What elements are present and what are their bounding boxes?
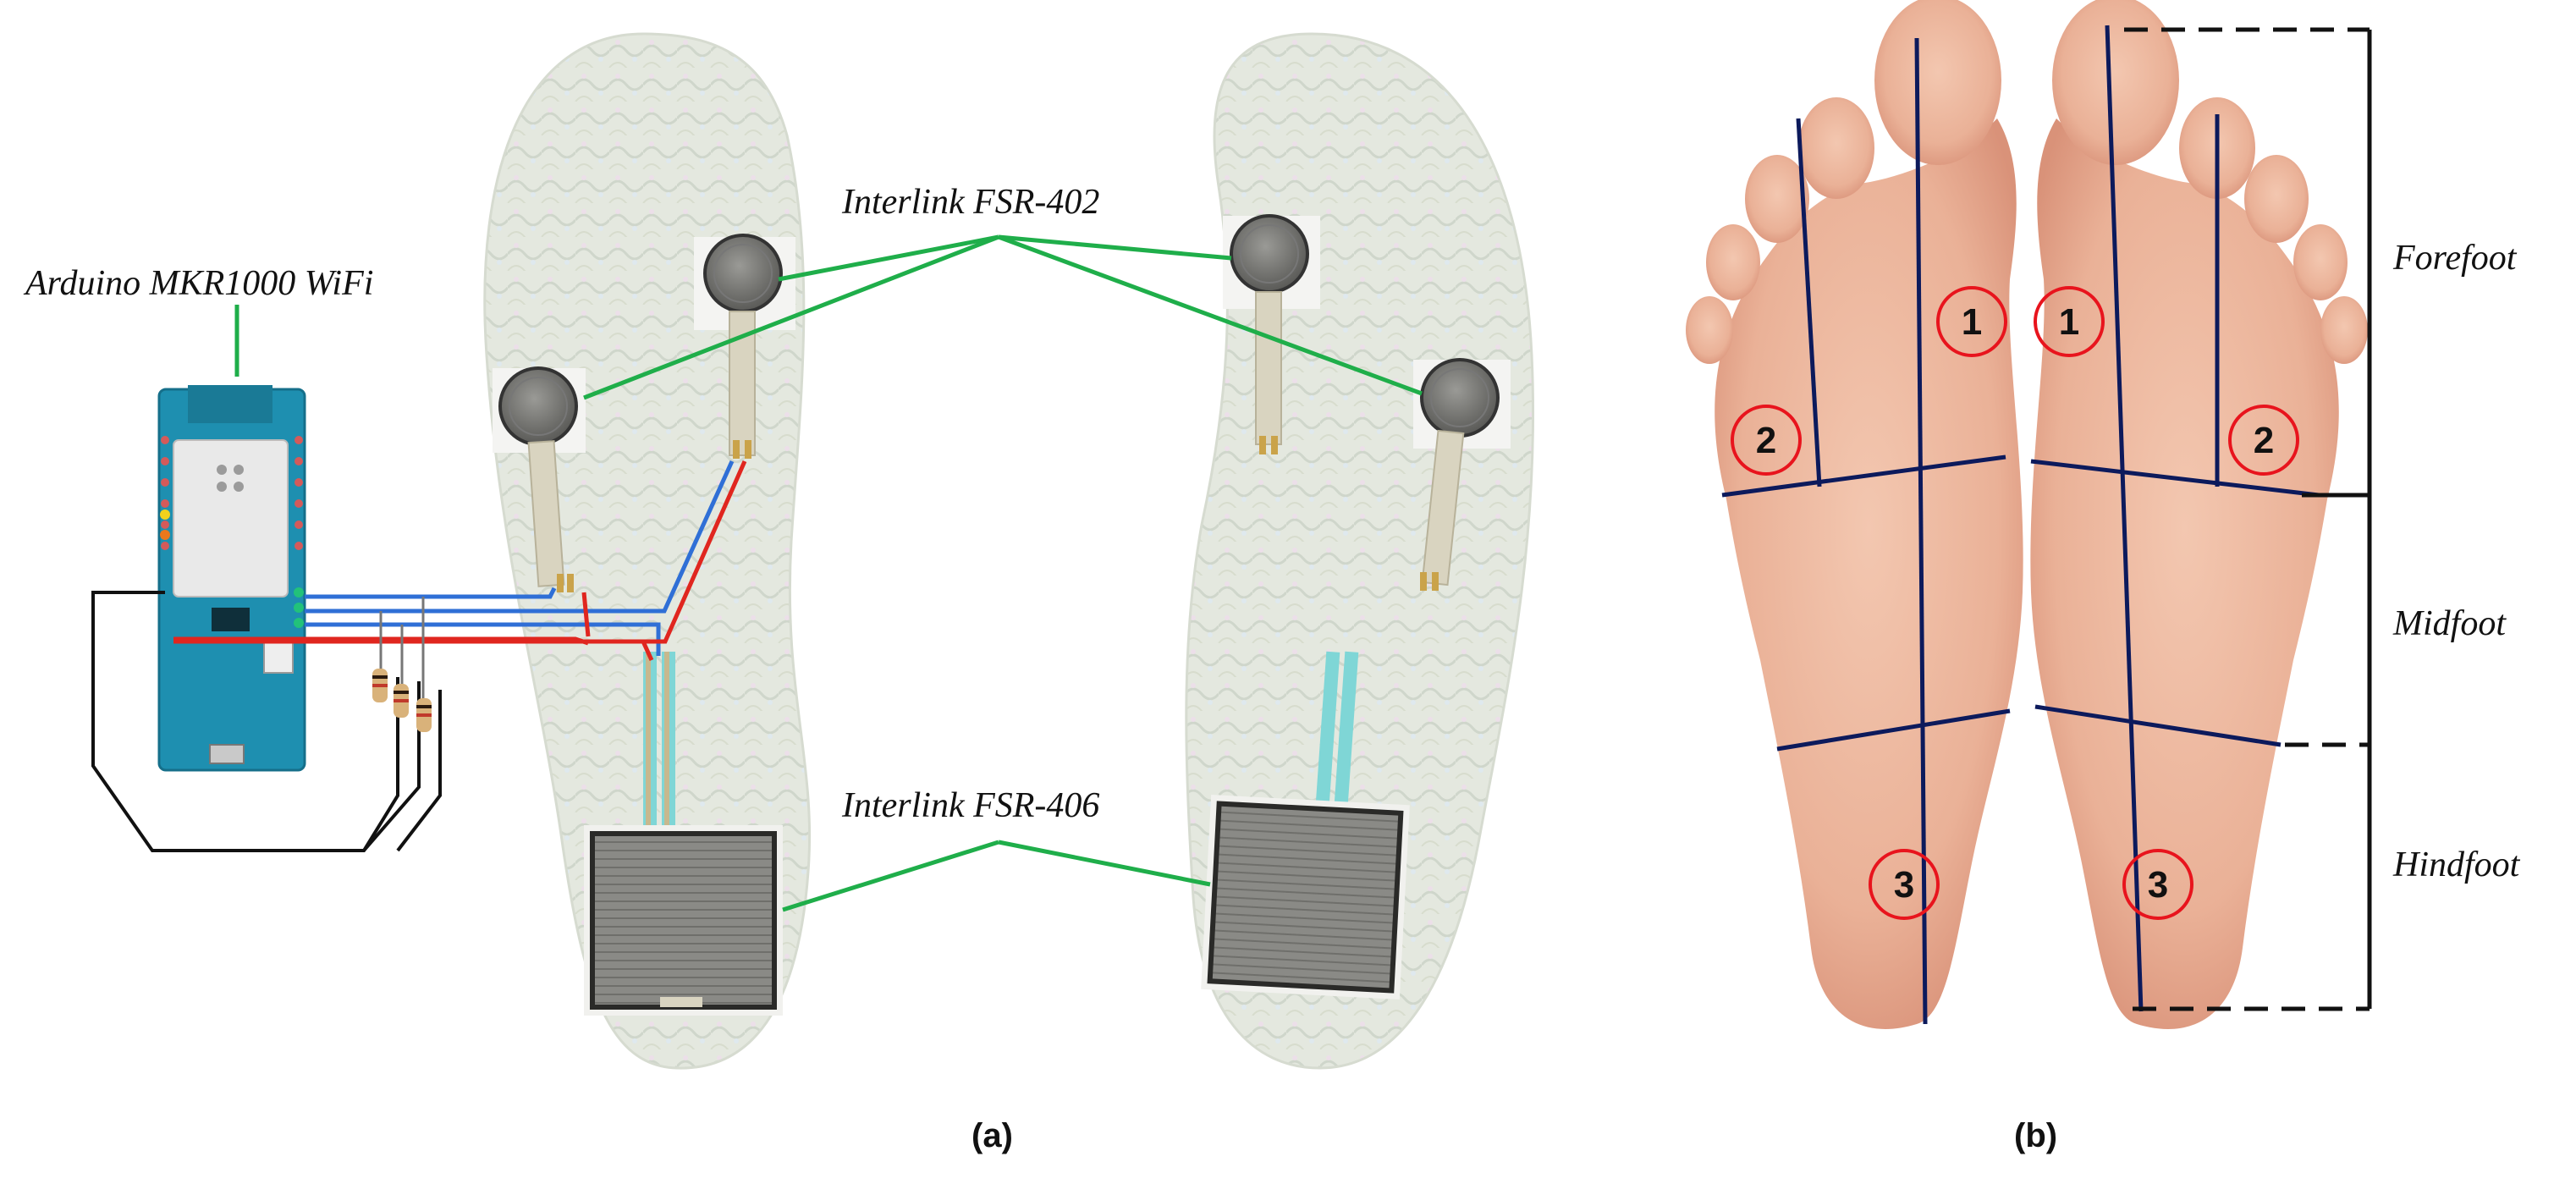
arduino-label: Arduino MKR1000 WiFi: [23, 264, 373, 303]
zone-2-left: 2: [1756, 420, 1776, 461]
forefoot-label: Forefoot: [2392, 239, 2518, 278]
left-fsr402-lower: [493, 366, 586, 592]
zone-1-right: 1: [2059, 301, 2079, 343]
fsr402-label: Interlink FSR-402: [841, 183, 1099, 222]
zone-3-right: 3: [2148, 864, 2168, 906]
region-brackets: [2124, 27, 2372, 1011]
right-fsr406: [1201, 651, 1410, 1000]
zone-2-right: 2: [2254, 420, 2274, 461]
zone-3-left: 3: [1894, 864, 1914, 906]
midfoot-label: Midfoot: [2392, 604, 2507, 643]
hindfoot-label: Hindfoot: [2392, 845, 2521, 884]
resistors: [372, 669, 432, 732]
zone-lines: [1721, 25, 2320, 1025]
left-fsr406: [584, 652, 783, 1016]
right-fsr402-lower: [1413, 358, 1511, 591]
arduino-board: [157, 385, 306, 772]
panel-a-label: (a): [972, 1117, 1013, 1154]
zone-markers: [1731, 286, 2299, 920]
leader-lines: [234, 234, 1423, 912]
right-fsr402-upper: [1223, 214, 1320, 454]
right-foot: [2030, 0, 2368, 1029]
panel-a: Arduino MKR1000 WiFi Interlink FSR-402 I…: [23, 32, 1535, 1154]
panel-b: 1 2 3 1 2 3 Forefoot Midfoot Hindfoot (b…: [1686, 0, 2521, 1154]
zone-1-left: 1: [1962, 301, 1982, 343]
left-foot: [1686, 0, 2023, 1029]
panel-b-label: (b): [2014, 1117, 2057, 1154]
wiring: [91, 460, 747, 852]
fsr406-label: Interlink FSR-406: [841, 786, 1099, 825]
